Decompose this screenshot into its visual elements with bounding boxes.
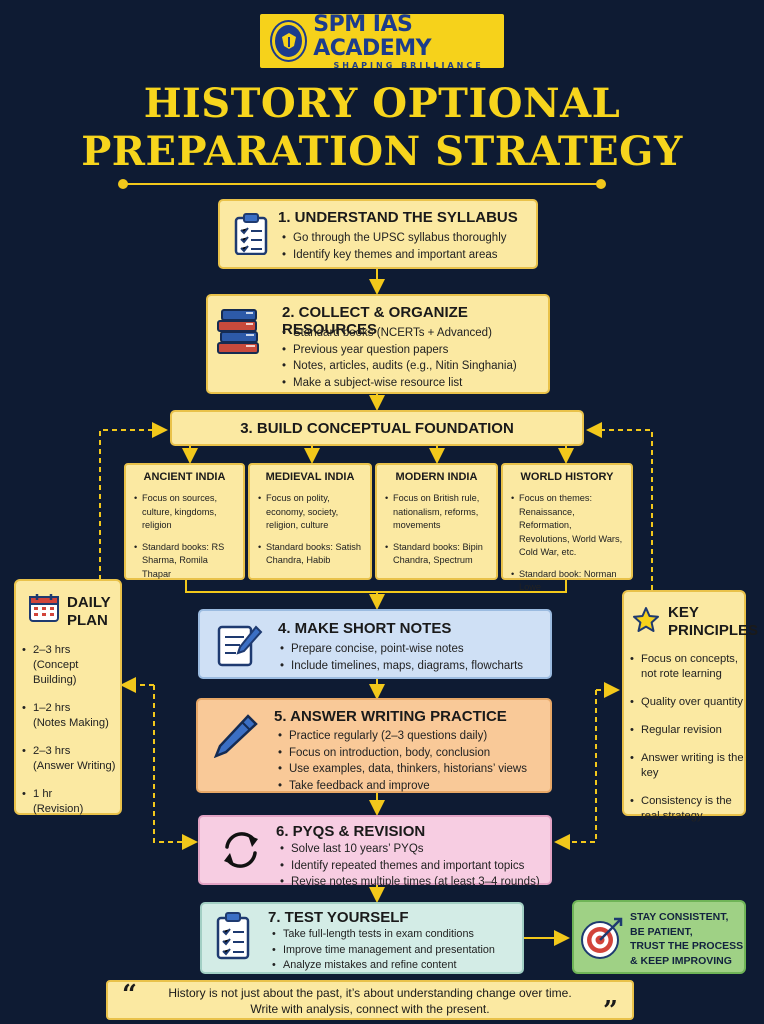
clipboard-checklist-icon — [216, 912, 250, 964]
step-7-card: 7. TEST YOURSELF Take full-length tests … — [200, 902, 524, 974]
list-item: 1 hr(Revision) — [22, 787, 120, 817]
list-item: Notes, articles, audits (e.g., Nitin Sin… — [282, 358, 517, 375]
title-divider — [122, 183, 602, 185]
list-item: Focus on introduction, body, conclusion — [278, 745, 527, 762]
list-item: Standard books (NCERTs + Advanced) — [282, 325, 517, 342]
step-7-title: 7. TEST YOURSELF — [268, 909, 409, 926]
list-item: Make a subject-wise resource list — [282, 375, 517, 392]
clipboard-checklist-icon — [234, 213, 268, 259]
list-item: Use examples, data, thinkers, historians… — [278, 761, 527, 778]
daily-plan-title: DAILY PLAN — [67, 594, 111, 629]
era-title: MODERN INDIA — [395, 471, 478, 483]
era-focus: Focus on polity, economy, society, relig… — [258, 492, 362, 533]
era-books: Standard books: RS Sharma, Romila Thapar — [134, 541, 235, 582]
list-item: Revise notes multiple times (at least 3–… — [280, 874, 540, 891]
step-6-card: 6. PYQS & REVISION Solve last 10 years’ … — [198, 815, 552, 890]
era-title: MEDIEVAL INDIA — [265, 471, 355, 483]
list-item: 1–2 hrs(Notes Making) — [22, 701, 120, 731]
list-item: 2–3 hrs(Answer Writing) — [22, 744, 120, 774]
list-item: Previous year question papers — [282, 342, 517, 359]
list-item: Improve time management and presentation — [272, 943, 495, 959]
era-title: WORLD HISTORY — [520, 471, 614, 483]
key-principles-title: KEY PRINCIPLES — [668, 604, 759, 639]
divider-dot — [118, 179, 128, 189]
academy-emblem-icon — [272, 22, 306, 60]
list-item: Practice regularly (2–3 questions daily) — [278, 728, 527, 745]
list-item: Consistency is the real strategy — [630, 794, 746, 824]
motivation-card: STAY CONSISTENT, BE PATIENT, TRUST THE P… — [572, 900, 746, 974]
era-title: ANCIENT INDIA — [143, 471, 226, 483]
step-4-bullets: Prepare concise, point-wise notes Includ… — [280, 641, 523, 674]
list-item: Prepare concise, point-wise notes — [280, 641, 523, 658]
era-focus: Focus on themes: Renaissance, Reformatio… — [511, 492, 623, 560]
list-item: Answer writing is the key — [630, 751, 746, 781]
era-card-ancient: ANCIENT INDIA Focus on sources, culture,… — [124, 463, 245, 580]
step-4-title: 4. MAKE SHORT NOTES — [278, 620, 452, 637]
step-1-bullets: Go through the UPSC syllabus thoroughly … — [282, 230, 507, 263]
era-focus: Focus on sources, culture, kingdoms, rel… — [134, 492, 235, 533]
refresh-cycle-icon — [218, 827, 264, 877]
step-7-bullets: Take full-length tests in exam condition… — [272, 927, 495, 974]
step-1-card: 1. UNDERSTAND THE SYLLABUS Go through th… — [218, 199, 538, 269]
divider-dot — [596, 179, 606, 189]
page-title-line1: HISTORY OPTIONAL — [143, 80, 621, 127]
era-books: Standard books: Bipin Chandra, Spectrum — [385, 541, 488, 568]
step-5-title: 5. ANSWER WRITING PRACTICE — [274, 708, 507, 725]
step-5-card: 5. ANSWER WRITING PRACTICE Practice regu… — [196, 698, 552, 794]
era-card-world: WORLD HISTORY Focus on themes: Renaissan… — [501, 463, 633, 592]
target-arrow-icon — [580, 916, 624, 964]
key-principles-card: KEY PRINCIPLES Focus on concepts, not ro… — [622, 590, 759, 822]
list-item: 2–3 hrs(Concept Building) — [22, 643, 120, 688]
star-icon — [632, 606, 660, 638]
close-quote-icon: ” — [603, 996, 618, 1024]
list-item: Take full-length tests in exam condition… — [272, 927, 495, 943]
quote-card: “ History is not just about the past, it… — [106, 980, 634, 1024]
open-quote-icon: “ — [122, 980, 137, 1010]
era-card-medieval: MEDIEVAL INDIA Focus on polity, economy,… — [248, 463, 372, 580]
era-focus: Focus on British rule, nationalism, refo… — [385, 492, 488, 533]
era-books: Standard book: Norman Lowe — [511, 568, 623, 595]
calendar-icon — [28, 593, 60, 627]
list-item: Solve last 10 years’ PYQs — [280, 841, 540, 858]
step-2-card: 2. COLLECT & ORGANIZE RESOURCES Standard… — [206, 294, 550, 394]
books-stack-icon — [216, 308, 262, 360]
list-item: Include timelines, maps, diagrams, flowc… — [280, 658, 523, 675]
step-6-bullets: Solve last 10 years’ PYQs Identify repea… — [280, 841, 540, 891]
list-item: Focus on concepts, not rote learning — [630, 652, 746, 682]
daily-plan-card: DAILY PLAN 2–3 hrs(Concept Building) 1–2… — [14, 579, 122, 815]
key-principles-list: Focus on concepts, not rote learning Qua… — [630, 652, 746, 837]
list-item: Identify repeated themes and important t… — [280, 858, 540, 875]
era-books: Standard books: Satish Chandra, Habib — [258, 541, 362, 568]
step-6-title: 6. PYQS & REVISION — [276, 823, 426, 840]
step-5-bullets: Practice regularly (2–3 questions daily)… — [278, 728, 527, 794]
quote-line-1: History is not just about the past, it’s… — [168, 986, 572, 1000]
list-item: Go through the UPSC syllabus thoroughly — [282, 230, 507, 247]
list-item: Analyze mistakes and refine content — [272, 958, 495, 974]
pen-icon — [212, 714, 258, 762]
academy-tagline: SHAPING BRILLIANCE — [333, 60, 484, 70]
step-1-title: 1. UNDERSTAND THE SYLLABUS — [278, 209, 518, 226]
list-item: Identify key themes and important areas — [282, 247, 507, 264]
quote-line-2: Write with analysis, connect with the pr… — [250, 1002, 490, 1016]
academy-logo: SPM IAS ACADEMY SHAPING BRILLIANCE — [260, 11, 504, 70]
step-3-title: 3. BUILD CONCEPTUAL FOUNDATION — [240, 419, 514, 437]
step-2-bullets: Standard books (NCERTs + Advanced) Previ… — [282, 325, 517, 391]
page-title-line2: PREPARATION STRATEGY — [81, 128, 683, 175]
daily-plan-list: 2–3 hrs(Concept Building) 1–2 hrs(Notes … — [22, 643, 120, 830]
notepad-pencil-icon — [216, 621, 264, 673]
step-4-card: 4. MAKE SHORT NOTES Prepare concise, poi… — [198, 609, 552, 679]
era-card-modern: MODERN INDIA Focus on British rule, nati… — [375, 463, 498, 580]
list-item: Take feedback and improve — [278, 778, 527, 795]
motivation-text: STAY CONSISTENT, BE PATIENT, TRUST THE P… — [630, 911, 744, 967]
list-item: Regular revision — [630, 723, 746, 738]
list-item: Quality over quantity — [630, 695, 746, 710]
step-3-card: 3. BUILD CONCEPTUAL FOUNDATION — [170, 410, 584, 446]
academy-name: SPM IAS ACADEMY — [313, 11, 432, 61]
